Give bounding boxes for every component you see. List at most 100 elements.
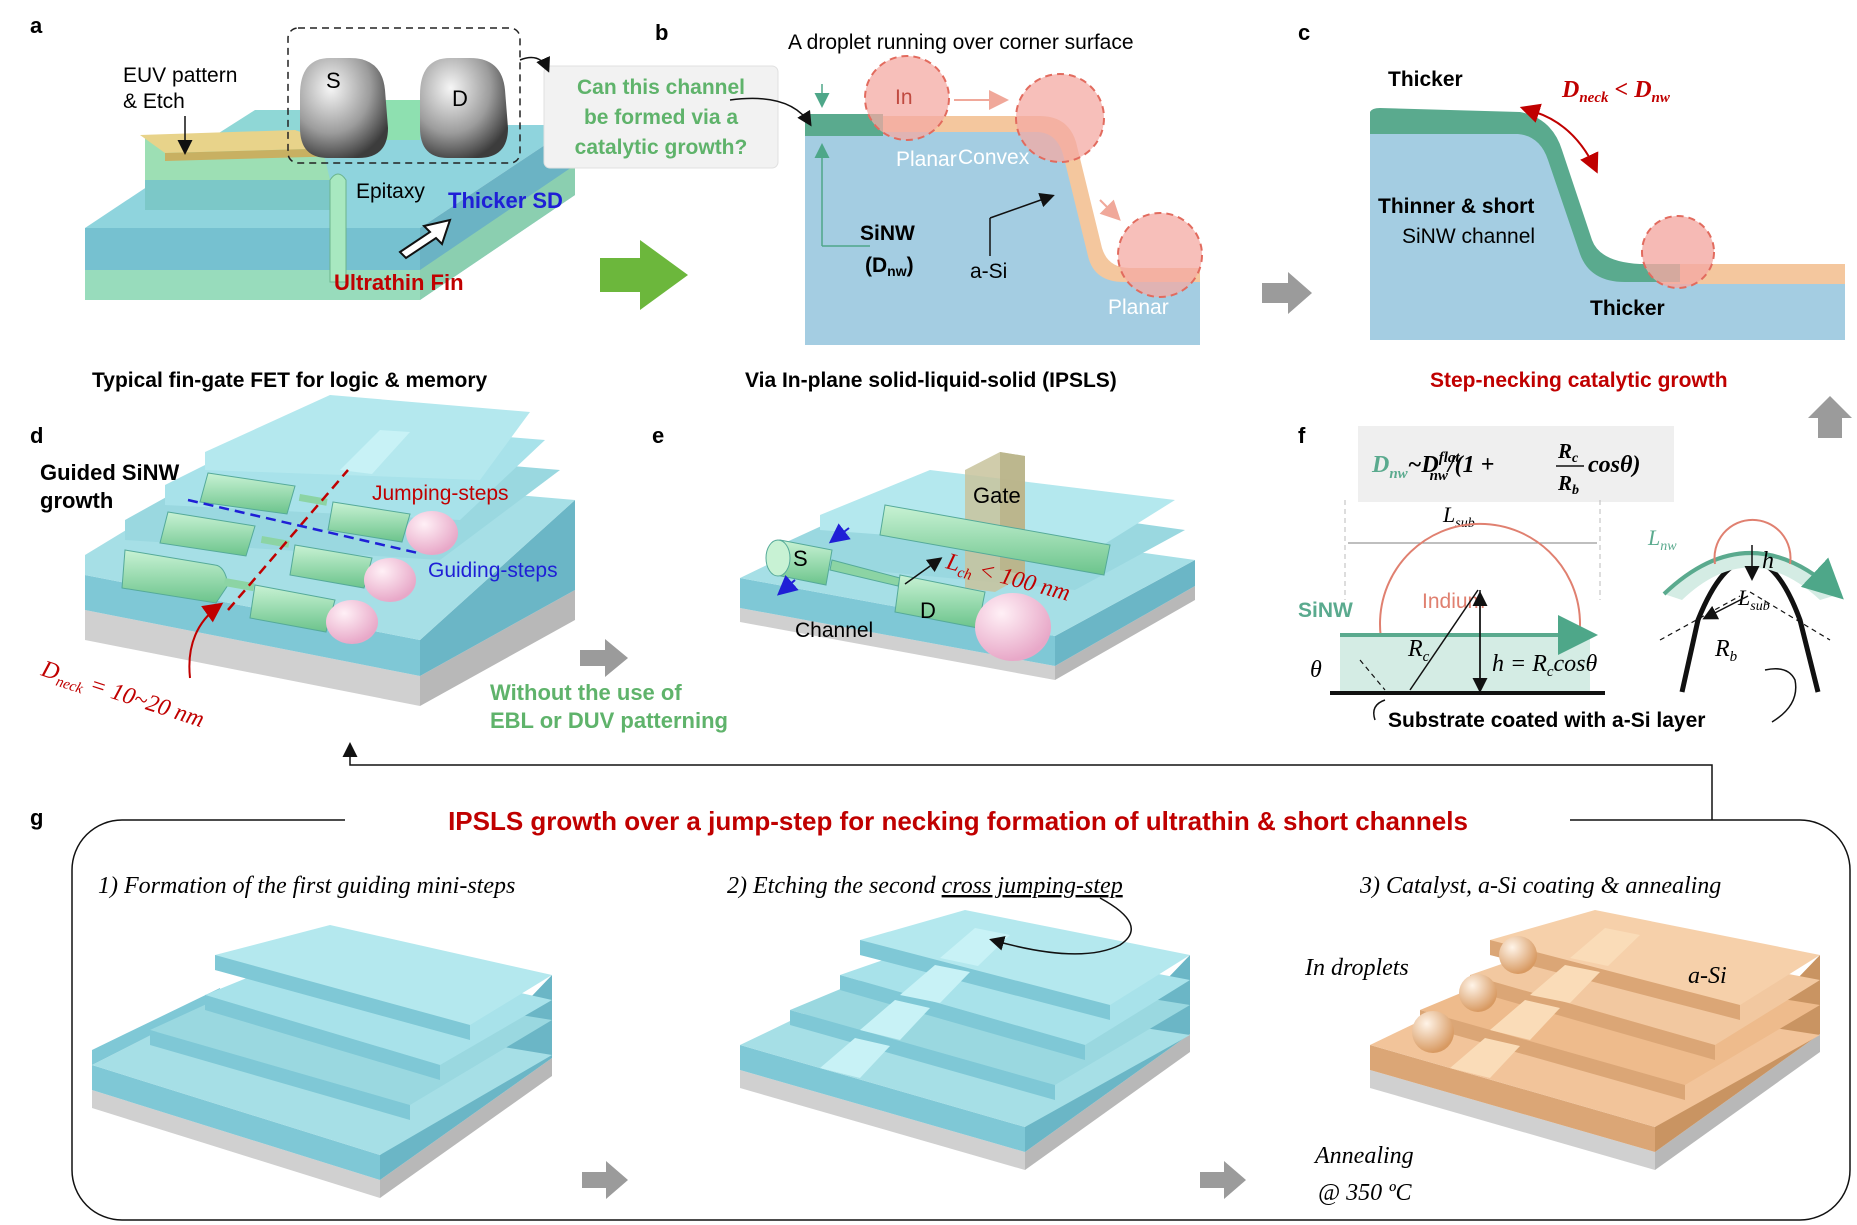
d-droplet-2 [364, 558, 416, 602]
panel-e-letter: e [652, 423, 664, 448]
e-drain-label: D [920, 598, 936, 623]
panel-d: d Guide [30, 395, 575, 736]
sinw-segment [805, 114, 883, 136]
rc-label: Rc [1407, 636, 1430, 665]
in-droplets-label: In droplets [1304, 955, 1409, 981]
e-side-face [1055, 560, 1195, 666]
droplet-convex [1015, 73, 1105, 163]
g-staircase-2 [740, 910, 1190, 1170]
step3-label: 3) Catalyst, a-Si coating & annealing [1359, 873, 1721, 899]
fin-upper-front [145, 180, 330, 210]
e-droplet [975, 593, 1051, 661]
g-droplet-2 [1459, 974, 1497, 1012]
question-to-channel-arrow [729, 97, 812, 127]
d-droplet-1 [406, 511, 458, 555]
source-arrow-top [828, 523, 851, 544]
question-line-2: be formed via a [584, 106, 738, 129]
panel-c-caption: Step-necking catalytic growth [1430, 369, 1728, 392]
jumping-step-pointer [989, 897, 1132, 955]
panel-c-letter: c [1298, 20, 1310, 45]
epitaxy-label: Epitaxy [356, 180, 425, 203]
theta-label: θ [1310, 657, 1322, 683]
question-line-1: Can this channel [577, 76, 745, 99]
indium-label: Indium [1422, 590, 1485, 613]
planar-label-2: Planar [1108, 296, 1169, 319]
hollow-arrow [398, 218, 452, 260]
dneck-formula: Dneck < Dnw [1561, 77, 1671, 106]
step2-label: 2) Etching the second cross jumping-step [727, 873, 1123, 899]
rb-arrow [1702, 595, 1749, 620]
rc-radius-line [1409, 589, 1479, 691]
thicker-bottom-label: Thicker [1590, 297, 1665, 320]
lsub-label: Lsub [1442, 502, 1475, 531]
e-base-side [1055, 586, 1195, 680]
d-jump-step-notch [340, 430, 410, 474]
panel-g-letter: g [30, 805, 43, 830]
ultrathin-fin [329, 173, 347, 283]
sinw-substrate [805, 128, 1200, 345]
c-substrate [1370, 130, 1845, 340]
thicker-top-label: Thicker [1388, 68, 1463, 91]
g-to-d-connector [342, 742, 1713, 820]
curved-indium-circle [1713, 518, 1792, 565]
g-droplet-3 [1412, 1011, 1454, 1053]
d-base-side [420, 590, 575, 706]
step1-label: 1) Formation of the first guiding mini-s… [98, 873, 515, 899]
panel-g: g IPSLS growth over a jump-step for neck… [30, 805, 1851, 1221]
rc-numerator: Rc [1557, 439, 1579, 466]
asi-label: a-Si [970, 260, 1007, 283]
source-label: S [326, 68, 341, 93]
gray-arrow-bc [1262, 272, 1312, 314]
droplet-planar [864, 55, 950, 141]
dneck-label: Dneck = 10~20 nm [36, 656, 207, 736]
euv-label: EUV pattern [123, 64, 237, 87]
in-label: In [895, 86, 913, 109]
d-side-face [420, 500, 575, 676]
f-sinw-label: SiNW [1298, 599, 1353, 622]
guiding-steps-label: Guiding-steps [428, 559, 558, 582]
jumping-steps-line [227, 469, 349, 611]
channel-pointer [904, 557, 943, 585]
etch-label: & Etch [123, 90, 185, 113]
e-source-label: S [793, 546, 808, 571]
formula-box [1358, 426, 1674, 502]
inset-to-question-arrow [519, 55, 550, 73]
dnw-label: (Dnw) [865, 254, 914, 279]
gray-arrow-g1 [582, 1161, 628, 1199]
annealing-label: Annealing [1313, 1143, 1414, 1169]
drain-block [420, 58, 508, 158]
dneck-pointer [188, 602, 224, 679]
droplet-path-arrow-2 [1099, 199, 1121, 221]
formula-end: cosθ) [1588, 452, 1640, 478]
gray-arrow-up [1808, 396, 1852, 438]
ultrathin-fin-label: Ultrathin Fin [334, 270, 464, 295]
gray-arrow-de [580, 639, 628, 677]
c-droplet [1641, 215, 1715, 289]
jumping-steps-label: Jumping-steps [372, 482, 509, 505]
e-channel-neck [829, 559, 901, 587]
thinner-label: Thinner & short [1378, 195, 1534, 218]
d-nanowire-2 [159, 511, 416, 602]
temp-label: @ 350 ºC [1318, 1180, 1413, 1206]
convex-label: Convex [958, 146, 1030, 169]
source-arrow-bottom [776, 574, 799, 596]
d-nanowire-1 [199, 472, 458, 555]
title-mask [345, 806, 1570, 836]
curved-dash-right [1749, 591, 1831, 641]
g-asi-label: a-Si [1688, 963, 1727, 989]
theta-dash [1359, 659, 1386, 691]
curved-sinw-arrow [1662, 551, 1844, 600]
big-green-arrow [600, 240, 688, 310]
panel-a-letter: a [30, 13, 43, 38]
panel-c: c Thicker Dneck < Dnw Thinner & short Si… [1298, 20, 1845, 392]
panel-g-title: IPSLS growth over a jump-step for neckin… [448, 806, 1468, 836]
d-base-front [85, 610, 420, 706]
gray-arrow-g2 [1200, 1161, 1246, 1199]
panel-b-letter: b [655, 20, 668, 45]
question-line-3: catalytic growth? [575, 136, 748, 159]
drain-label: D [452, 86, 468, 111]
without-label-2: EBL or DUV patterning [490, 708, 728, 733]
d-step-4 [205, 395, 530, 480]
